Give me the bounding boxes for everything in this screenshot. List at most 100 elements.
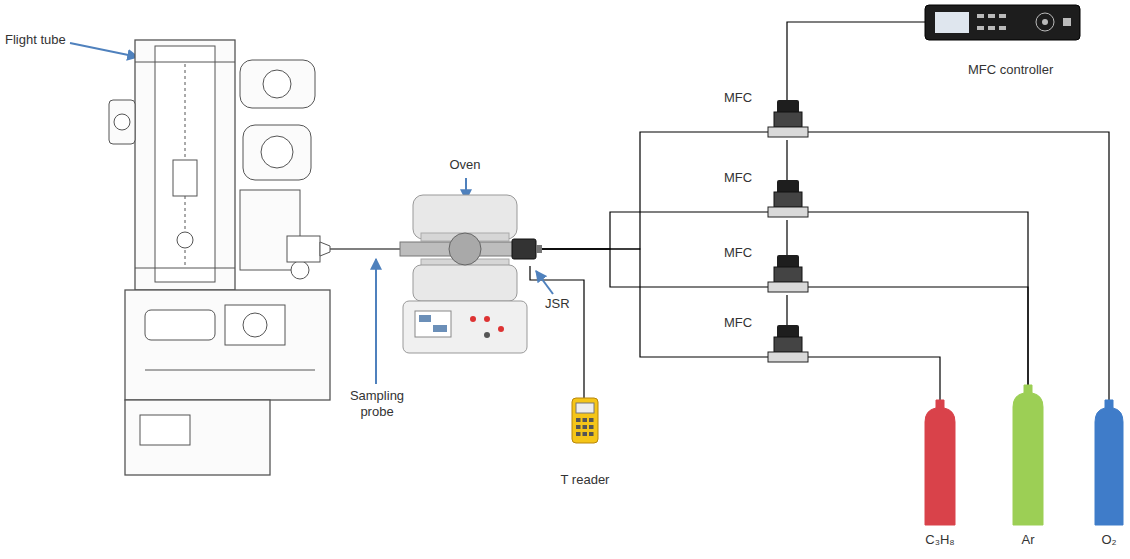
- button: [484, 316, 490, 322]
- controller-key: [977, 14, 984, 18]
- meter-key: [576, 425, 581, 429]
- reactor-sphere: [449, 233, 481, 265]
- pipe-line: [542, 132, 768, 249]
- node-label: O₂: [1089, 532, 1129, 548]
- node-label: MFC controller: [968, 62, 1053, 78]
- controller-key: [977, 26, 984, 30]
- inlet-block: [287, 236, 320, 262]
- mass-flow-controller: MFC: [768, 325, 808, 365]
- node-label: Flight tube: [5, 32, 66, 48]
- pipe-line: [808, 357, 940, 400]
- meter-key: [583, 418, 588, 422]
- mass-flow-controller-figure: [768, 180, 808, 220]
- jet-stirred-reactor: JSR: [400, 232, 542, 266]
- pipe-line: [542, 212, 768, 249]
- mfc-flange: [768, 352, 808, 362]
- flight-tube: [155, 46, 215, 282]
- mass-spectrometer: Flight tube: [105, 40, 330, 475]
- oven: Oven: [403, 195, 527, 353]
- pipe-line: [786, 140, 787, 180]
- oven-figure: [403, 195, 527, 353]
- turbo-pump: [240, 60, 315, 108]
- button: [470, 316, 476, 322]
- node-label: MFC: [724, 245, 752, 261]
- node-label: C₃H₈: [910, 532, 970, 548]
- pipe-line: [808, 287, 1028, 385]
- node-label: Ar: [998, 532, 1058, 548]
- pipe-line: [786, 220, 787, 255]
- gauge-dial: [114, 114, 130, 130]
- meter-key: [583, 425, 588, 429]
- oven-lower: [413, 265, 517, 301]
- pipe-line: [786, 295, 787, 325]
- cabinet: [125, 400, 270, 475]
- meter-key: [576, 432, 581, 436]
- gas-cylinder-figure: [1013, 385, 1043, 525]
- mass-flow-controller-figure: [768, 255, 808, 295]
- mass-flow-controller: MFC: [768, 180, 808, 220]
- indicator: [419, 315, 431, 322]
- pipe-line: [330, 248, 400, 249]
- mfc-flange: [768, 207, 808, 217]
- node-label: MFC: [724, 90, 752, 106]
- pipe-line: [787, 22, 925, 100]
- node-label: Oven: [425, 157, 505, 173]
- meter-key: [589, 425, 594, 429]
- pump-face: [263, 70, 291, 98]
- oven-lid: [413, 195, 517, 239]
- node-label: T reader: [540, 472, 630, 488]
- panel: [140, 415, 190, 445]
- flange: [291, 261, 309, 279]
- mfc-controller-figure: [925, 5, 1080, 40]
- lens: [145, 310, 215, 340]
- meter-key: [583, 432, 588, 436]
- band: [135, 268, 235, 269]
- node-label: JSR: [545, 296, 570, 312]
- detector: [177, 232, 193, 248]
- pump-face: [261, 136, 293, 168]
- mass-flow-controller: MFC: [768, 100, 808, 140]
- controller-key: [988, 14, 995, 18]
- band: [135, 62, 235, 63]
- fitting-tip: [536, 245, 542, 253]
- node-label: MFC: [724, 170, 752, 186]
- probe-cone: [320, 242, 330, 256]
- mass-flow-controller: MFC: [768, 255, 808, 295]
- band: [145, 370, 315, 371]
- indicator: [433, 325, 447, 332]
- mfc-body: [774, 112, 802, 127]
- button: [498, 326, 504, 332]
- mfc-controller: MFC controller: [925, 5, 1080, 40]
- turbo-pump: [243, 125, 311, 180]
- mfc-body: [774, 192, 802, 207]
- pipe-line: [542, 249, 768, 357]
- cylinder-body: [925, 400, 955, 525]
- mass-flow-controller-figure: [768, 325, 808, 365]
- oven-base: [403, 301, 527, 353]
- leader-arrow: [70, 43, 138, 57]
- leader-arrow: [536, 271, 553, 294]
- controller-key: [1063, 18, 1071, 26]
- mfc-body: [774, 267, 802, 282]
- controller-key: [999, 26, 1006, 30]
- jet-stirred-reactor-figure: [400, 232, 542, 266]
- gas-cylinder-figure: [925, 400, 955, 525]
- controller-display: [935, 12, 969, 33]
- controller-body: [925, 5, 1080, 40]
- flange: [243, 313, 267, 337]
- frame: [135, 40, 235, 290]
- button: [484, 332, 490, 338]
- mfc-flange: [768, 127, 808, 137]
- cylinder-body: [1013, 385, 1043, 525]
- gas-cylinder: Ar: [1013, 385, 1043, 525]
- mass-spectrometer-figure: [105, 40, 330, 475]
- controller-key: [999, 14, 1006, 18]
- node-label: MFC: [724, 315, 752, 331]
- fitting: [512, 239, 536, 259]
- mfc-flange: [768, 282, 808, 292]
- mfc-body: [774, 337, 802, 352]
- meter-body: [572, 398, 598, 443]
- meter-key: [576, 418, 581, 422]
